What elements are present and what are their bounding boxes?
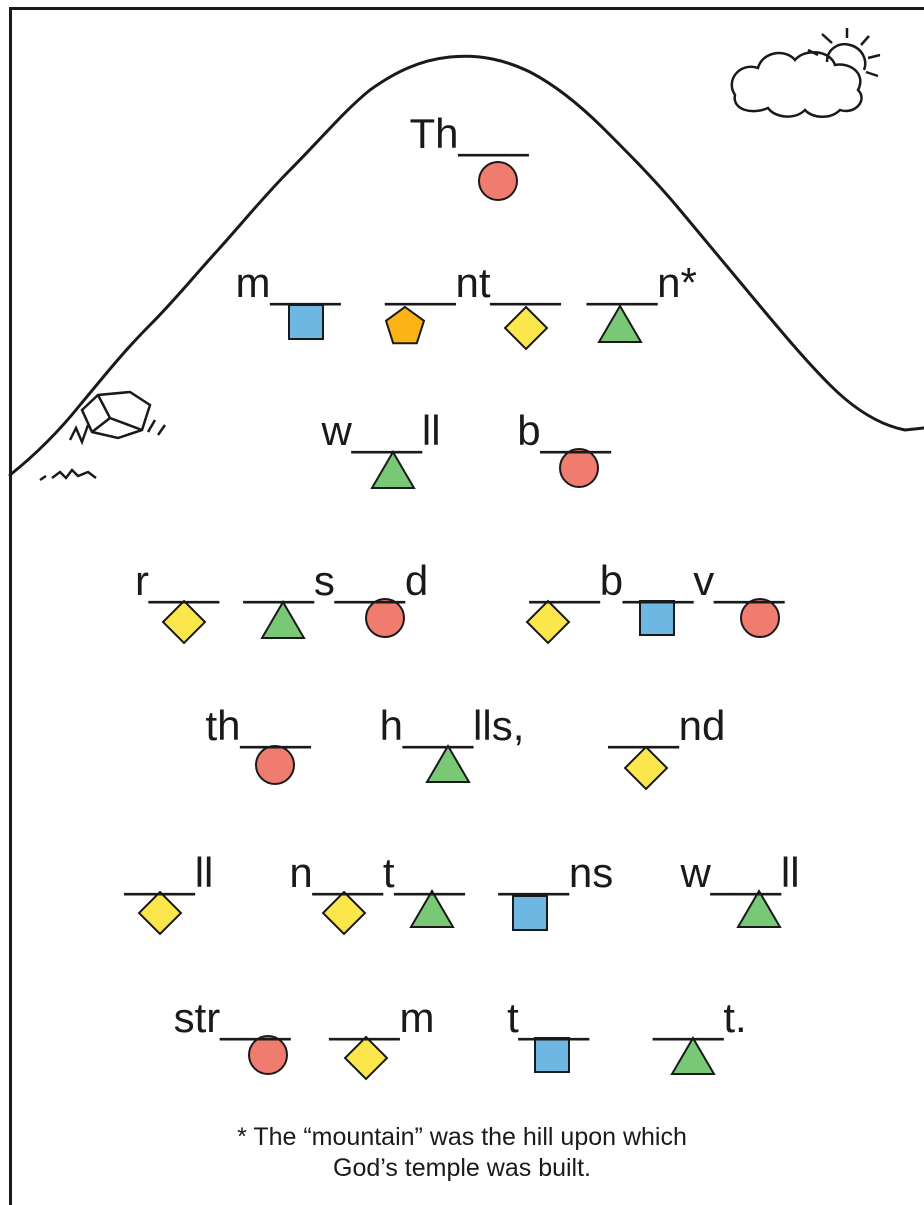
square-symbol <box>639 600 675 636</box>
footnote-line-1: * The “mountain” was the hill upon which <box>237 1123 687 1151</box>
triangle-symbol <box>260 600 306 639</box>
word-segment: b___ <box>517 407 611 454</box>
word-segment: ___ns <box>498 849 614 896</box>
circle-symbol <box>365 598 405 638</box>
word-segment: ___nt___ <box>385 259 561 306</box>
page-border <box>9 7 924 1205</box>
word-segment: ___m <box>329 994 435 1041</box>
circle-symbol <box>740 598 780 638</box>
word-segment: w___ll <box>321 407 441 454</box>
diamond-symbol <box>321 890 367 936</box>
cloud-icon <box>730 51 863 118</box>
diamond-symbol <box>623 745 669 791</box>
square-symbol <box>534 1037 570 1073</box>
diamond-symbol <box>525 599 571 645</box>
diamond-symbol <box>343 1035 389 1081</box>
triangle-symbol <box>370 450 416 489</box>
triangle-symbol <box>670 1036 716 1075</box>
footnote-line-2: God’s temple was built. <box>333 1154 591 1182</box>
triangle-symbol <box>425 744 471 783</box>
circle-symbol <box>478 161 518 201</box>
word-segment: m___ <box>235 259 341 306</box>
word-segment: ___n* <box>587 259 697 306</box>
word-segment: ___ll <box>124 849 214 896</box>
word-segment: r___ <box>134 557 220 604</box>
hill-line <box>8 54 924 477</box>
diamond-symbol <box>161 599 207 645</box>
word-segment: Th___ <box>409 110 529 157</box>
word-segment: str___ <box>173 994 291 1041</box>
triangle-symbol <box>597 304 643 343</box>
word-segment: ___nd <box>608 702 726 749</box>
word-segment: n___t___ <box>289 849 465 896</box>
sun-icon <box>807 28 881 78</box>
rock-icon <box>39 390 167 482</box>
word-segment: h___lls, <box>379 702 525 749</box>
triangle-symbol <box>736 889 782 928</box>
word-segment: th___ <box>205 702 311 749</box>
square-symbol <box>512 895 548 931</box>
word-segment: w___ll <box>680 849 800 896</box>
circle-symbol <box>559 448 599 488</box>
circle-symbol <box>248 1035 288 1075</box>
word-segment: t___ <box>507 994 589 1041</box>
word-segment: ___t. <box>653 994 747 1041</box>
word-segment: ___b___v___ <box>529 557 785 604</box>
diamond-symbol <box>137 890 183 936</box>
triangle-symbol <box>409 889 455 928</box>
pentagon-symbol <box>384 305 426 345</box>
symbol-layer <box>137 161 782 1081</box>
circle-symbol <box>255 745 295 785</box>
word-segment: ___s___d <box>243 557 429 604</box>
diamond-symbol <box>503 305 549 351</box>
square-symbol <box>288 304 324 340</box>
